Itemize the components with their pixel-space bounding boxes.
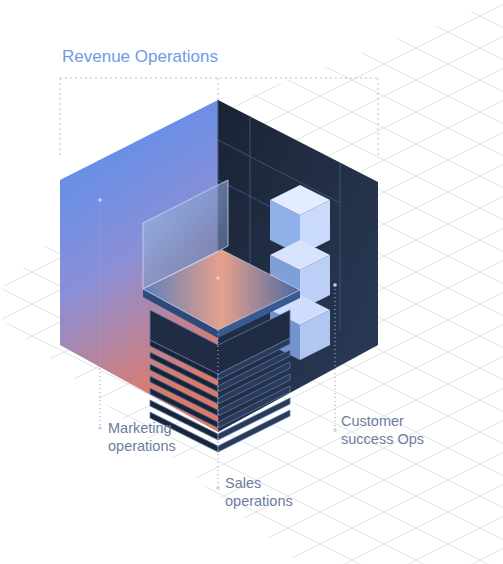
part-label: Customer success Ops	[341, 412, 445, 448]
part-label: Sales operations	[225, 474, 309, 510]
sales-plate	[143, 250, 300, 338]
leader-lines	[100, 200, 335, 488]
leader-dots	[98, 198, 337, 490]
diagram-title: Revenue Operations	[62, 46, 218, 67]
part-label: Marketing operations	[108, 419, 200, 455]
